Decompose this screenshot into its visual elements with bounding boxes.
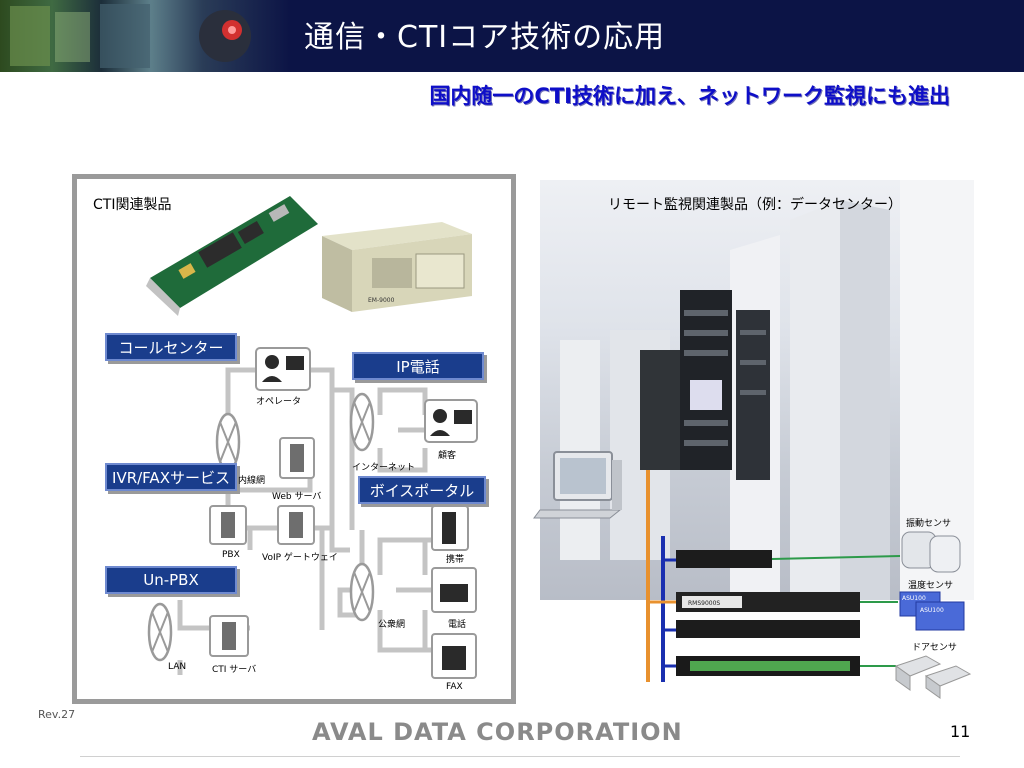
temperature-sensor-label: 温度センサ <box>908 581 954 591</box>
remote-panel-title: リモート監視関連製品（例：データセンター） <box>608 197 902 213</box>
ip-phone-box: IP電話 <box>352 352 484 380</box>
un-pbx-box: Un-PBX <box>105 566 237 594</box>
fax-label: FAX <box>446 682 463 692</box>
temp-unit-2-label: ASU100 <box>920 607 944 614</box>
voice-portal-box: ボイスポータル <box>358 476 486 504</box>
remote-monitoring-panel <box>540 180 974 600</box>
monitoring-device-3 <box>676 620 860 638</box>
cti-panel-title: CTI関連製品 <box>93 197 172 213</box>
temp-unit-1-label: ASU100 <box>902 595 926 602</box>
monitoring-device-1 <box>676 550 772 568</box>
pc-case-label: EM-9000 <box>368 297 395 304</box>
cti-network-diagram <box>147 347 478 679</box>
rms-device-label: RMS9000S <box>688 600 720 607</box>
company-logo: AVAL DATA CORPORATION <box>312 718 683 746</box>
page-title: 通信・CTIコア技術の応用 <box>304 20 666 55</box>
header-photo-graphic <box>10 4 251 68</box>
monitoring-equipment: RMS9000S ASU100 ASU100 <box>533 451 972 699</box>
pbx-label: PBX <box>222 550 240 560</box>
cti-server-label: CTI サーバ <box>212 665 257 675</box>
revision-label: Rev.27 <box>38 708 76 721</box>
internet-label: インターネット <box>352 463 416 473</box>
telephone-label: 電話 <box>448 620 467 630</box>
operator-label: オペレータ <box>256 397 302 407</box>
voip-gateway-label: VoIP ゲートウェイ <box>262 553 338 563</box>
web-server-label: Web サーバ <box>272 492 322 502</box>
pc-case-image: EM-9000 <box>322 222 472 312</box>
page-subtitle: 国内随一のCTI技術に加え、ネットワーク監視にも進出 <box>429 84 950 108</box>
page-number: 11 <box>950 722 971 741</box>
door-sensor-device <box>894 655 972 699</box>
mobile-label: 携帯 <box>446 555 465 565</box>
header-photo <box>0 0 290 72</box>
lan-label: LAN <box>168 662 187 672</box>
footer-divider <box>80 756 960 757</box>
customer-label: 顧客 <box>438 451 457 461</box>
call-center-box: コールセンター <box>105 333 237 361</box>
ivr-fax-box: IVR/FAXサービス <box>105 463 237 491</box>
door-sensor-label: ドアセンサ <box>912 643 957 653</box>
public-network-label: 公衆網 <box>378 620 406 630</box>
vibration-sensor-device <box>901 531 961 573</box>
cti-board-image <box>146 196 318 316</box>
internal-network-label: 内線網 <box>238 476 266 486</box>
vibration-sensor-label: 振動センサ <box>906 519 952 529</box>
monitor-icon <box>533 451 622 519</box>
temperature-sensor-device: ASU100 ASU100 <box>899 591 965 631</box>
customer-icon <box>424 399 478 443</box>
operator-icon <box>255 347 311 391</box>
datacenter-photo <box>560 180 974 600</box>
